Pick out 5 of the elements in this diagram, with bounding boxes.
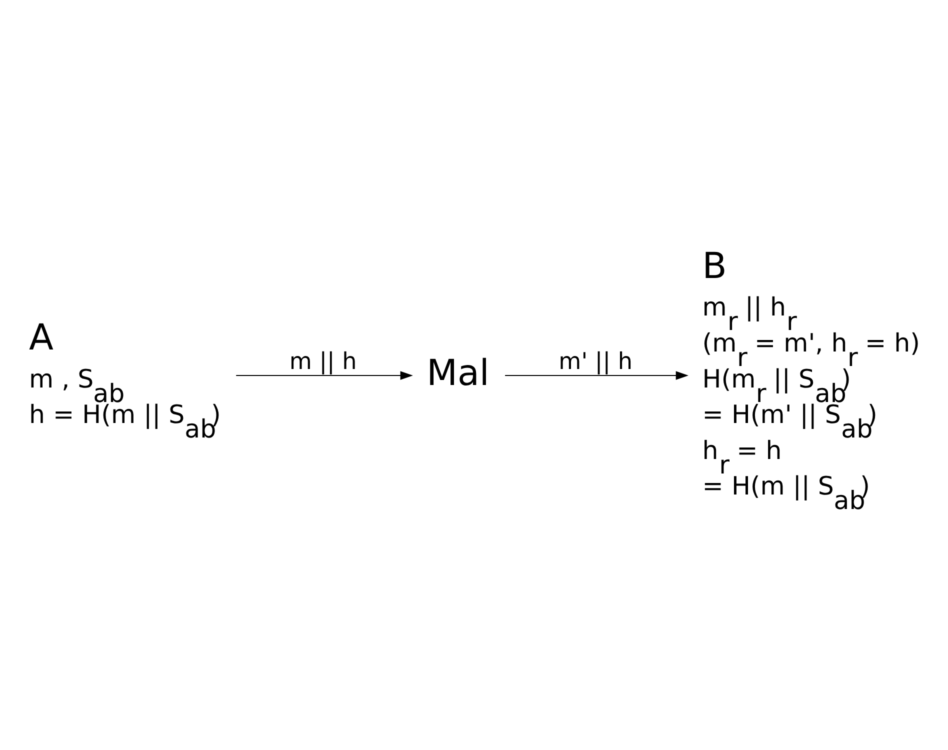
node-text: Mal bbox=[426, 352, 490, 394]
arrow bbox=[236, 370, 413, 380]
arrow bbox=[505, 370, 688, 380]
edge-label: m || h bbox=[289, 348, 357, 374]
edge-label: m' || h bbox=[558, 348, 633, 374]
